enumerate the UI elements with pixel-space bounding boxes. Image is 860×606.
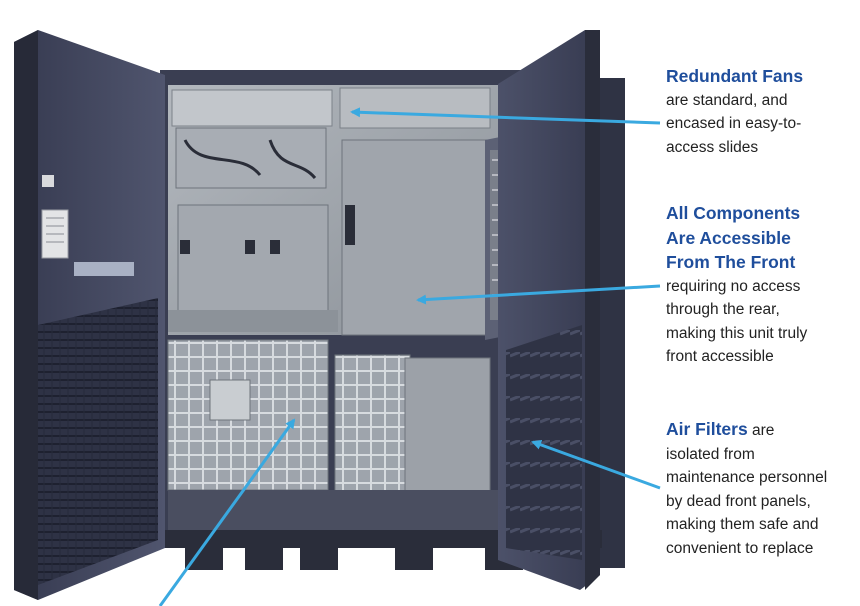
cabinet-side-panel [600,78,625,568]
callout-text-line: making this unit truly [666,324,808,342]
callout-text-line: access slides [666,138,759,156]
callout-text-line: are standard, and [666,91,788,109]
callout-text-line: by dead front panels, [666,492,811,510]
arrow-front-access [416,284,661,305]
callout-heading: From The Front [666,252,796,272]
callout-heading: Air Filters [666,419,748,439]
arrow-air-filters [531,440,661,490]
callout-first-line: Air Filters are [666,418,856,443]
arrow-redundant-fans [350,107,661,125]
left-door-air-filter [38,298,158,585]
callout-heading: All Components [666,203,801,223]
right-door-air-filter [506,325,582,560]
callout-text-line: encased in easy-to- [666,115,802,133]
callout-heading: Are Accessible [666,227,791,248]
callout-text-line: convenient to replace [666,539,814,557]
callout-text-line: through the rear, [666,301,780,319]
callout-heading: Redundant Fans [666,66,804,86]
fan-module-right [334,354,411,496]
callout-air-filters: Air Filters are isolated from maintenanc… [666,418,856,561]
callout-text-line: requiring no access [666,277,801,295]
callout-front-access: All Components Are Accessible From The F… [666,201,856,369]
callout-text-line: maintenance personnel [666,469,828,487]
callout-text-line: isolated from [666,445,755,463]
callout-text-line: making them safe and [666,516,819,534]
arrow-fan-module [158,418,296,606]
callout-text-inline: are [747,422,775,439]
base-rail [162,530,602,548]
callout-text-line: front accessible [666,348,774,366]
callout-redundant-fans: Redundant Fans are standard, and encased… [666,64,856,159]
